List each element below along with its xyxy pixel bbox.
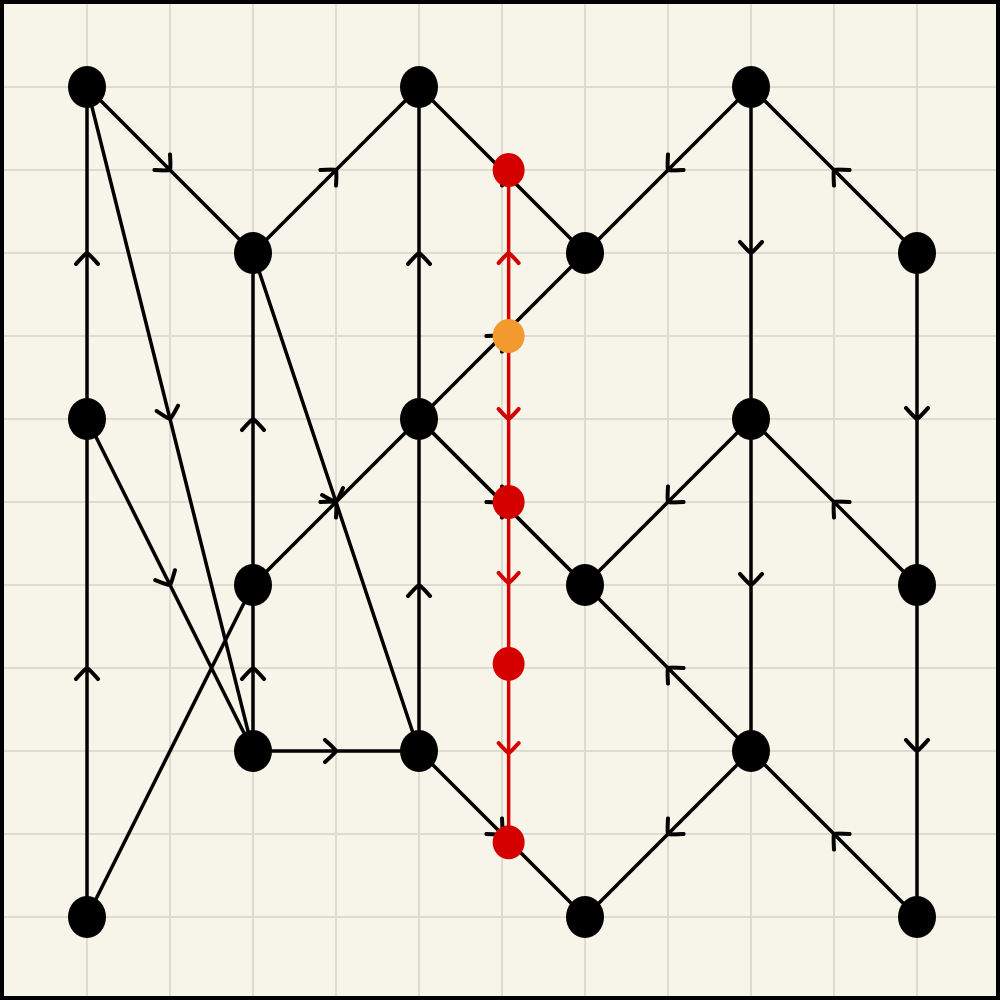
- node-layer: [68, 66, 936, 938]
- edge-arrow-mark: [831, 499, 852, 520]
- edge-arrow-mark: [904, 738, 930, 753]
- edge-arrow-mark: [318, 167, 339, 188]
- edge-arrow-mark: [318, 499, 339, 520]
- graph-node: [400, 66, 438, 108]
- edge-arrow-mark: [665, 816, 686, 837]
- edge-arrow-mark: [738, 240, 764, 255]
- graph-node: [566, 896, 604, 938]
- graph-node: [68, 896, 106, 938]
- edge-arrow-mark: [904, 406, 930, 421]
- highlight-path-arrow-mark: [496, 741, 521, 756]
- edge-arrow-mark: [738, 572, 764, 587]
- edge-arrow-mark: [665, 484, 686, 505]
- graph-node: [400, 398, 438, 440]
- graph-node: [234, 564, 272, 606]
- highlight-path-node: [492, 825, 525, 860]
- highlight-path-node: [492, 485, 525, 519]
- edge-arrow-mark: [323, 738, 338, 764]
- graph-node: [898, 232, 936, 274]
- edge-arrow-mark: [240, 417, 266, 432]
- edge-arrow-mark: [152, 152, 173, 173]
- graph-node: [234, 730, 272, 772]
- highlight-path-layer: [496, 170, 521, 843]
- edge-arrow-mark: [154, 403, 181, 421]
- highlight-path-node: [492, 646, 525, 681]
- graph-node: [732, 66, 770, 108]
- edge-arrow-mark: [831, 831, 852, 852]
- highlight-path-arrow-mark: [496, 407, 521, 421]
- edge-arrow-mark: [406, 251, 432, 266]
- edge-arrow-mark: [74, 666, 100, 681]
- graph-node: [68, 398, 106, 440]
- graph-node: [400, 730, 438, 772]
- graph-edge: [85, 584, 255, 918]
- graph-node: [898, 564, 936, 606]
- edge-arrow-mark: [240, 666, 266, 681]
- graph-node: [566, 564, 604, 606]
- highlight-path-arrow-mark: [496, 251, 521, 265]
- edge-arrow-mark: [74, 251, 100, 266]
- edge-arrow-mark: [665, 665, 686, 686]
- graph-node: [566, 232, 604, 274]
- highlight-path-node: [492, 153, 525, 187]
- graph-node: [732, 398, 770, 440]
- graph-node: [732, 730, 770, 772]
- highlight-path-arrow-mark: [496, 570, 521, 585]
- special-path-node: [492, 319, 525, 353]
- edge-arrow-mark: [153, 568, 177, 587]
- graph-node: [234, 232, 272, 274]
- graph-node: [68, 66, 106, 108]
- edge-arrow-mark: [665, 152, 686, 173]
- graph-node: [898, 896, 936, 938]
- edge-arrow-mark: [831, 167, 852, 188]
- edge-arrow-mark: [406, 583, 432, 598]
